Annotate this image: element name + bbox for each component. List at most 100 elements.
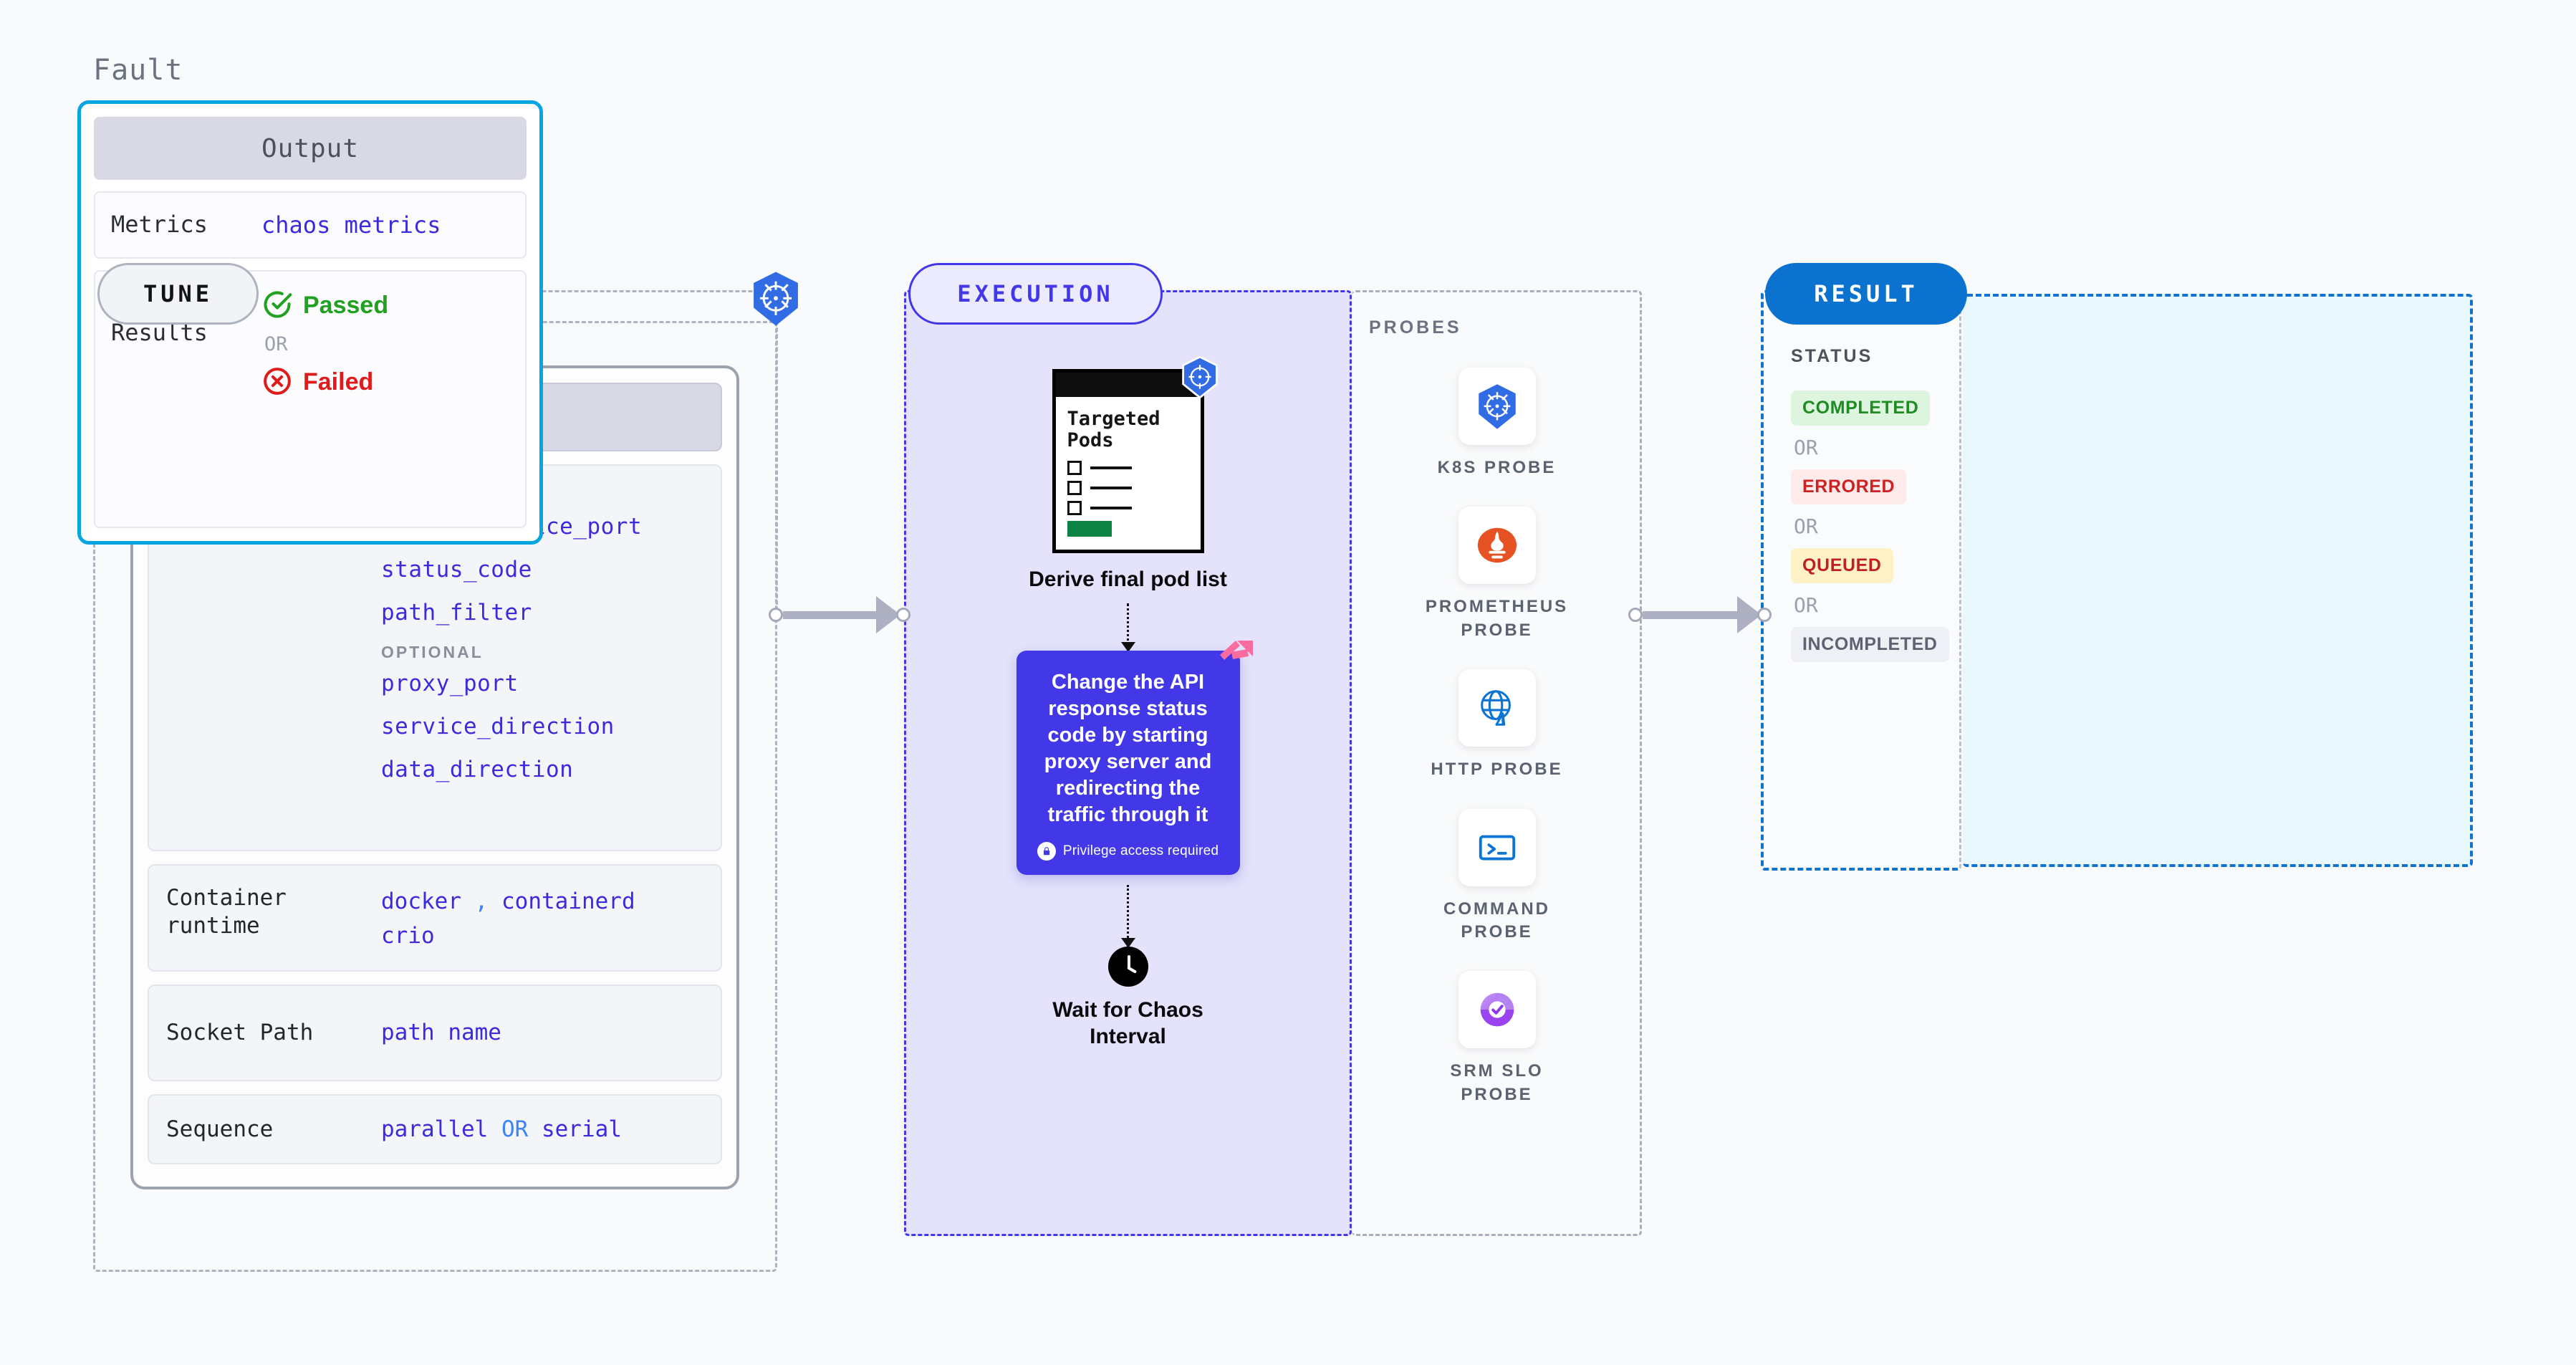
placeholder-line bbox=[1090, 466, 1132, 470]
targeted-pods-card: Targeted Pods bbox=[1052, 355, 1218, 554]
checkbox-icon bbox=[1067, 501, 1082, 516]
execution-flow: Targeted Pods bbox=[904, 290, 1352, 1236]
sequence-section: Sequence parallel OR serial bbox=[148, 1094, 722, 1164]
targeted-pods-window: Targeted Pods bbox=[1052, 369, 1204, 554]
status-badge-queued: QUEUED bbox=[1791, 548, 1893, 583]
status-list: COMPLETED OR ERRORED OR QUEUED OR INCOMP… bbox=[1791, 391, 1949, 662]
flow-arrow-1 bbox=[1121, 603, 1135, 652]
probes-list: K8S PROBE PROMETHEUS PROBE bbox=[1352, 368, 1642, 1106]
sequence-option[interactable]: parallel bbox=[381, 1116, 489, 1142]
probes-stage: PROBES bbox=[1352, 290, 1642, 1236]
result-pill-label[interactable]: RESULT bbox=[1765, 263, 1967, 325]
output-stage bbox=[1963, 294, 2473, 867]
derive-pod-list-caption: Derive final pod list bbox=[1029, 567, 1227, 592]
tune-pill-label[interactable]: TUNE bbox=[97, 263, 259, 325]
output-card-title: Output bbox=[94, 117, 527, 180]
connector-dot bbox=[896, 608, 910, 622]
checkbox-icon bbox=[1067, 461, 1082, 476]
probe-label: SRM SLO PROBE bbox=[1450, 1061, 1544, 1104]
clock-icon bbox=[1107, 946, 1148, 987]
status-header: STATUS bbox=[1791, 346, 1873, 366]
chaos-action-text: Change the API response status code by s… bbox=[1044, 670, 1212, 827]
probe-result-passed: Passed bbox=[261, 289, 388, 323]
harness-logo-icon bbox=[1216, 639, 1254, 678]
probe-item-command[interactable]: COMMAND PROBE bbox=[1411, 808, 1583, 944]
probe-label: K8S PROBE bbox=[1437, 458, 1557, 477]
probes-stage-border bbox=[1352, 290, 1642, 1236]
x-circle-icon bbox=[261, 365, 293, 400]
wait-interval-caption: Wait for Chaos Interval bbox=[1052, 997, 1203, 1050]
probe-label: PROMETHEUS PROBE bbox=[1425, 597, 1569, 640]
status-badge-incompleted: INCOMPLETED bbox=[1791, 627, 1949, 662]
socket-path-label: Socket Path bbox=[166, 1020, 314, 1046]
probes-title: PROBES bbox=[1369, 317, 1462, 337]
page-eyebrow: Fault bbox=[93, 54, 183, 87]
connector-dot bbox=[1628, 608, 1643, 622]
execution-pill-label[interactable]: EXECUTION bbox=[908, 263, 1163, 325]
container-runtime-section: Container runtime docker , containerd cr… bbox=[148, 864, 722, 972]
sequence-option[interactable]: serial bbox=[541, 1116, 622, 1142]
metrics-value[interactable]: chaos metrics bbox=[261, 211, 441, 239]
pod-list-item bbox=[1067, 501, 1189, 516]
window-title-bar bbox=[1055, 373, 1201, 397]
pod-list-item bbox=[1067, 461, 1189, 476]
prometheus-icon bbox=[1458, 507, 1536, 585]
runtime-option[interactable]: containerd bbox=[501, 889, 635, 914]
runtime-separator: , bbox=[474, 889, 489, 914]
probe-item-srm-slo[interactable]: SRM SLO PROBE bbox=[1411, 971, 1583, 1106]
sequence-label: Sequence bbox=[166, 1116, 274, 1142]
optional-group-header: OPTIONAL bbox=[381, 643, 484, 661]
targeted-pods-title-line2: Pods bbox=[1067, 428, 1114, 451]
tuneable-item[interactable]: data_direction bbox=[381, 757, 574, 782]
tuneable-item[interactable]: proxy_port bbox=[381, 671, 519, 696]
placeholder-line bbox=[1090, 487, 1132, 490]
status-or: OR bbox=[1794, 436, 1818, 459]
runtime-option[interactable]: docker bbox=[381, 889, 461, 914]
privilege-note: Privilege access required bbox=[1032, 841, 1224, 861]
probe-label: HTTP PROBE bbox=[1431, 760, 1563, 780]
lock-icon bbox=[1037, 841, 1056, 861]
probe-passed-label: Passed bbox=[303, 292, 389, 320]
privilege-note-text: Privilege access required bbox=[1062, 843, 1219, 858]
wait-caption-line1: Wait for Chaos bbox=[1052, 997, 1203, 1022]
runtime-option[interactable]: crio bbox=[381, 923, 435, 949]
execution-stage: EXECUTION Targeted Pods bbox=[904, 263, 1352, 1236]
probe-item-http[interactable]: HTTP PROBE bbox=[1411, 669, 1583, 781]
connector-shaft bbox=[783, 610, 878, 619]
tune-k8s-drop-rail bbox=[776, 321, 778, 611]
status-or: OR bbox=[1794, 593, 1818, 617]
probe-result-failed: Failed bbox=[261, 365, 388, 400]
terminal-icon bbox=[1458, 808, 1536, 886]
probe-item-k8s[interactable]: K8S PROBE bbox=[1411, 368, 1583, 479]
check-circle-icon bbox=[261, 289, 293, 323]
probe-item-prometheus[interactable]: PROMETHEUS PROBE bbox=[1411, 507, 1583, 642]
chaos-action-card: Change the API response status code by s… bbox=[1016, 640, 1253, 875]
wait-caption-line2: Interval bbox=[1090, 1025, 1166, 1049]
socket-path-value[interactable]: path name bbox=[381, 1020, 501, 1046]
tuneable-item[interactable]: service_direction bbox=[381, 714, 615, 739]
connector-execution-to-result bbox=[1628, 596, 1772, 633]
connector-tune-to-execution bbox=[769, 596, 910, 633]
result-stage: RESULT STATUS COMPLETED OR ERRORED OR QU… bbox=[1761, 263, 1967, 871]
probe-failed-label: Failed bbox=[303, 368, 374, 396]
metrics-row: Metrics chaos metrics bbox=[94, 191, 527, 259]
connector-dot bbox=[1757, 608, 1772, 622]
progress-bar bbox=[1067, 521, 1112, 537]
connector-shaft bbox=[1643, 610, 1739, 619]
tune-stage: TUNE bbox=[93, 263, 777, 1272]
kubernetes-icon bbox=[749, 271, 802, 330]
container-runtime-values: docker , containerd crio bbox=[381, 884, 703, 952]
probe-results-or: OR bbox=[264, 332, 288, 355]
srm-slo-donut-icon bbox=[1458, 971, 1536, 1049]
output-stage-border bbox=[1963, 294, 2473, 867]
status-or: OR bbox=[1794, 514, 1818, 538]
kubernetes-icon bbox=[1180, 355, 1220, 401]
sequence-or: OR bbox=[501, 1116, 529, 1142]
tuneable-item[interactable]: status_code bbox=[381, 557, 532, 583]
connector-dot bbox=[769, 608, 783, 622]
tuneable-item[interactable]: path_filter bbox=[381, 600, 532, 626]
socket-path-section: Socket Path path name bbox=[148, 985, 722, 1081]
targeted-pods-title-line1: Targeted bbox=[1067, 408, 1160, 430]
pod-list-item bbox=[1067, 481, 1189, 496]
checkbox-icon bbox=[1067, 481, 1082, 496]
